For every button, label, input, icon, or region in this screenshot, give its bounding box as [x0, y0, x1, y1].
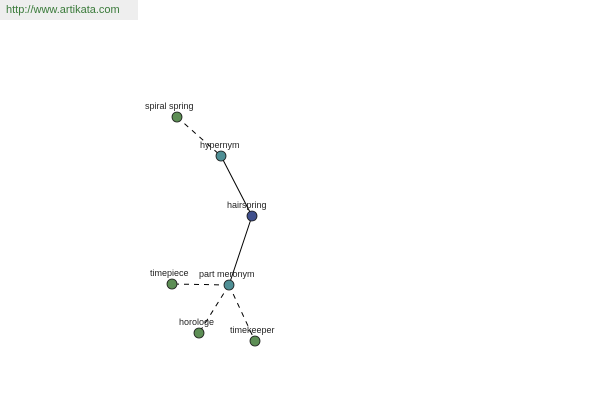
node-timekeeper[interactable]	[249, 335, 261, 347]
node-horologe[interactable]	[193, 327, 205, 339]
node-hairspring[interactable]	[246, 210, 258, 222]
node-label-hairspring[interactable]: hairspring	[227, 200, 267, 210]
node-label-horologe[interactable]: horologe	[179, 317, 214, 327]
node-label-timekeeper[interactable]: timekeeper	[230, 325, 275, 335]
graph-nodes: spiral spring hypernym hairspring part mero…	[145, 101, 275, 347]
node-timepiece[interactable]	[166, 278, 178, 290]
edge-spiral-spring-to-hypernym	[176, 116, 222, 157]
node-label-part-meronym[interactable]: part meronym	[199, 269, 255, 279]
edge-hairspring-to-part-meronym	[228, 215, 253, 286]
edge-part-meronym-to-timepiece	[171, 283, 230, 286]
site-url[interactable]: http://www.artikata.com	[0, 0, 138, 20]
graph-edges	[171, 116, 256, 342]
node-label-hypernym[interactable]: hypernym	[200, 140, 240, 150]
edge-hypernym-to-hairspring	[220, 155, 253, 217]
node-part-meronym[interactable]	[223, 279, 235, 291]
node-spiral-spring[interactable]	[171, 111, 183, 123]
edge-part-meronym-to-timekeeper	[228, 284, 256, 342]
node-label-timepiece[interactable]: timepiece	[150, 268, 189, 278]
node-label-spiral-spring[interactable]: spiral spring	[145, 101, 194, 111]
node-hypernym[interactable]	[215, 150, 227, 162]
